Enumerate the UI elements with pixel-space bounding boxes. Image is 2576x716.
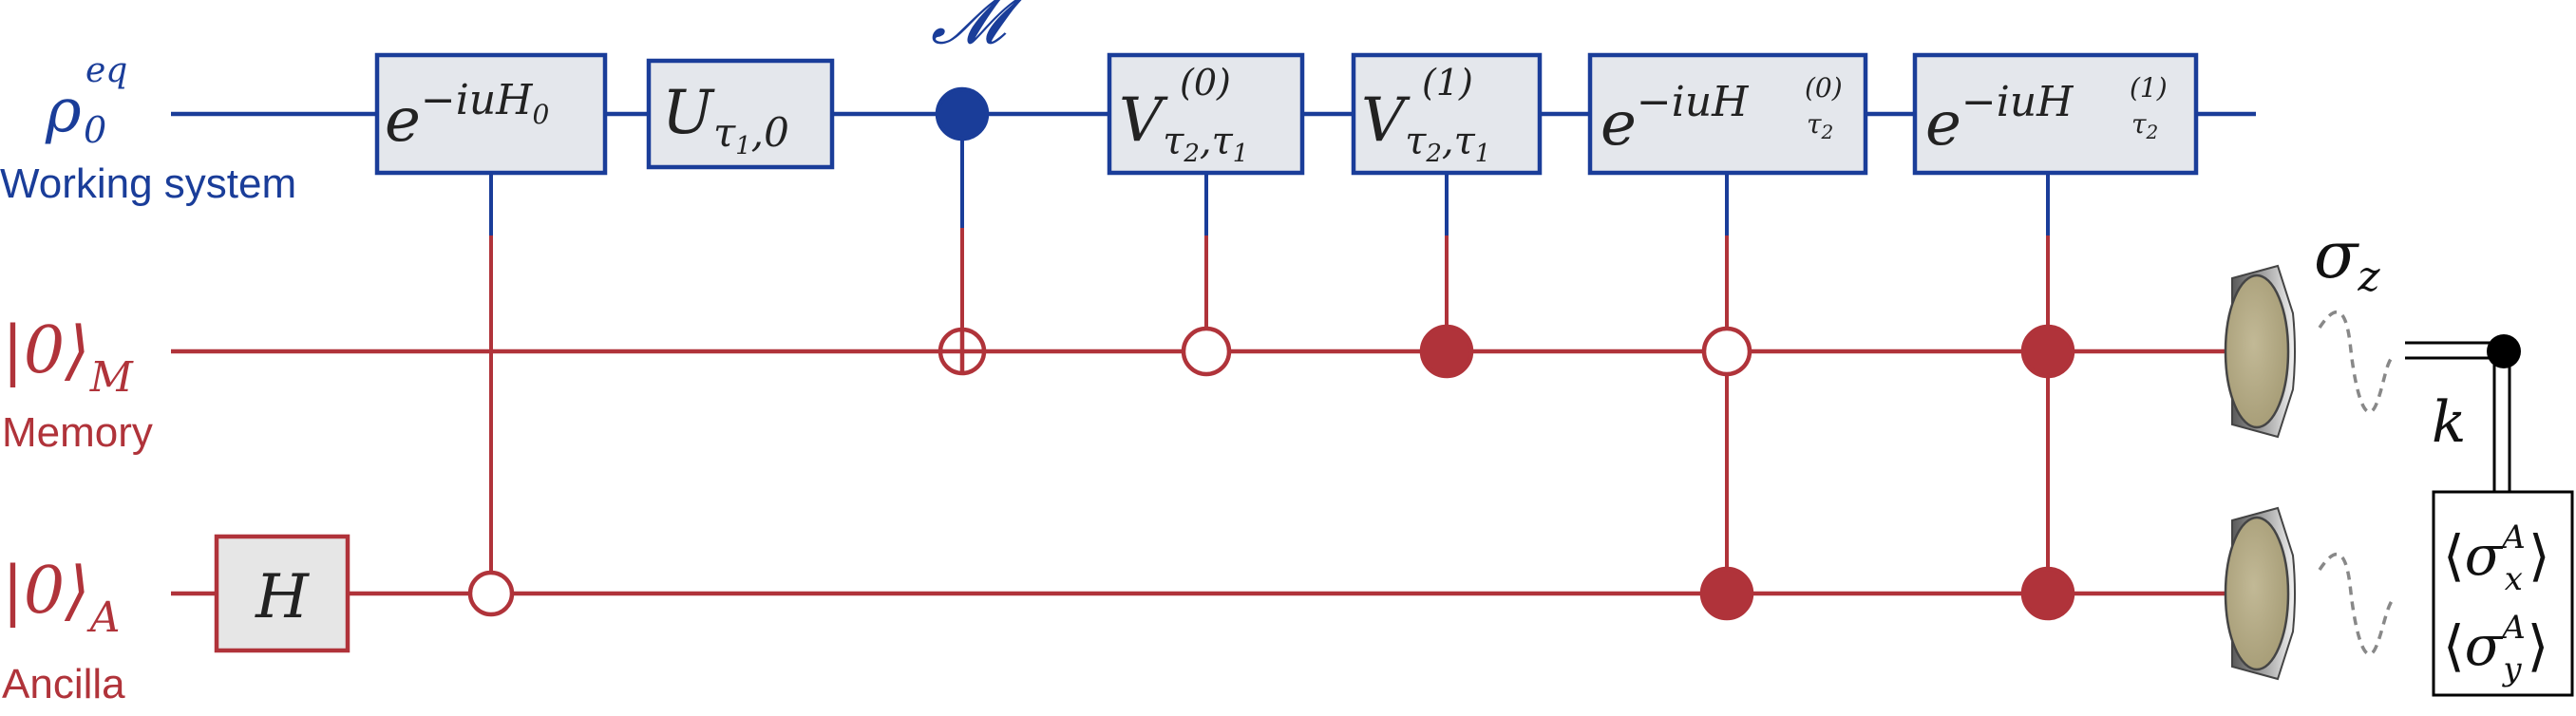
open-control-memory-h20 [1701, 326, 1752, 377]
v0-gate [1107, 52, 1305, 176]
detector-ancilla-face [2224, 516, 2290, 671]
readout-box [2432, 490, 2574, 697]
open-control-ancilla-h0 [467, 570, 515, 617]
v1-gate-sup: (1) [1422, 62, 1473, 104]
gates: H e−iuH0 Uτ1,0 (0) Vτ2,τ1 (1) Vτ2,τ1 e−i… [214, 52, 2199, 653]
evolution-gate-h-tau2-1-supsub: τ2 [2131, 108, 2158, 143]
evolution-gate-h-tau2-1-label: e−iuH [1925, 78, 2074, 160]
evolution-gate-h-tau2-0-supsup: (0) [1805, 72, 1843, 104]
control-lines [489, 114, 2050, 594]
classical-control-dot [2487, 334, 2521, 368]
evolution-gate-h-tau2-0 [1587, 52, 1868, 176]
qubit-labels: ρ eq 0 Working system |0⟩M Memory |0⟩A A… [0, 51, 296, 707]
detector-ancilla-signal [2318, 552, 2396, 656]
detector-ancilla [2224, 506, 2396, 681]
detector-memory-face [2224, 273, 2290, 429]
ancilla-state-label: |0⟩A [2, 554, 120, 642]
evolution-gate-h-tau2-0-label: e−iuH [1601, 78, 1750, 160]
evolution-gate-h-tau2-0-supsub: τ2 [1807, 108, 1833, 143]
detector-observable-label: σz [2314, 218, 2380, 301]
classical-feedforward [2405, 341, 2511, 492]
open-control-memory-v0 [1181, 326, 1232, 377]
measurement-control-dot [935, 86, 990, 141]
cnot-target-memory [938, 327, 987, 376]
control-nodes [467, 86, 2075, 621]
filled-control-memory-h21 [2020, 324, 2075, 379]
measurement-outcome-label: k [2432, 389, 2466, 456]
filled-control-ancilla-h20 [1699, 566, 1754, 621]
unitary-gate-u-label: Uτ1,0 [662, 78, 789, 160]
measurement-label: 𝓜 [931, 0, 1025, 59]
v0-gate-sup: (0) [1180, 62, 1231, 104]
memory-state-label: |0⟩M [2, 313, 134, 402]
filled-control-memory-v1 [1419, 324, 1474, 379]
hadamard-gate-label: H [255, 562, 310, 632]
evolution-gate-h0-label: e−iuH0 [385, 76, 549, 156]
unitary-gate-u [646, 58, 835, 170]
working-system-state-sup: eq [85, 51, 127, 90]
detector-memory [2224, 264, 2396, 439]
memory-name: Memory [2, 409, 153, 456]
working-system-state-sub: 0 [84, 109, 106, 151]
working-system-name: Working system [0, 160, 296, 207]
evolution-gate-h0 [374, 52, 608, 176]
v1-gate [1351, 52, 1543, 176]
detector-memory-signal [2318, 310, 2396, 414]
filled-control-ancilla-h21 [2020, 566, 2075, 621]
working-system-state-label: ρ [45, 76, 82, 146]
v1-gate-label: Vτ2,τ1 [1361, 85, 1490, 168]
evolution-gate-h-tau2-1 [1912, 52, 2199, 176]
ancilla-name: Ancilla [2, 661, 125, 707]
v0-gate-label: Vτ2,τ1 [1119, 85, 1248, 168]
hadamard-gate [214, 534, 350, 653]
evolution-gate-h-tau2-1-supsup: (1) [2130, 72, 2168, 104]
